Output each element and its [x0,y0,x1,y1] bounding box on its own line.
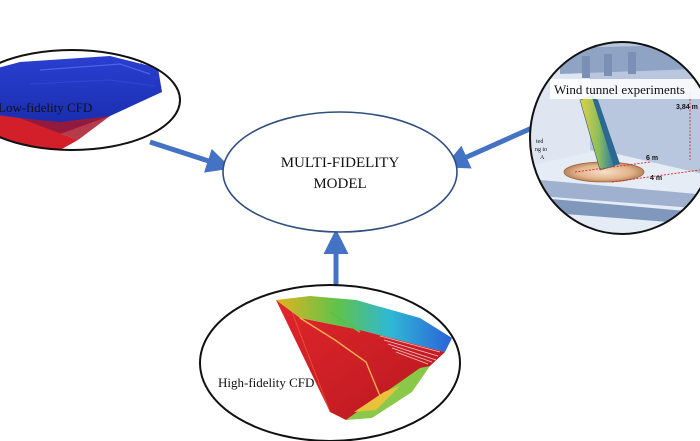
multi-fidelity-model-node: MULTI-FIDELITY MODEL [222,111,458,233]
arrow-low-to-model [149,139,232,173]
arrow-wind-to-model [443,125,534,169]
high-fidelity-ellipse [199,284,461,441]
wind-tunnel-dim-width: 6 m [646,155,658,162]
wind-tunnel-image [530,42,700,234]
high-fidelity-wing-image [276,296,452,420]
low-fidelity-wing-image [0,56,162,150]
wind-tunnel-side-note-2: ng to [535,147,547,153]
wind-tunnel-ellipse [529,41,700,235]
model-title-line2: MODEL [313,176,366,192]
low-fidelity-ellipse [0,49,181,151]
model-ellipse [222,111,458,233]
wind-tunnel-side-note-1: ted [536,139,543,145]
low-fidelity-label: Low-fidelity CFD [0,100,92,115]
wind-tunnel-label: Wind tunnel experiments [554,82,685,97]
high-fidelity-node: High-fidelity CFD [199,284,461,441]
low-fidelity-node: Low-fidelity CFD [0,49,181,151]
wind-tunnel-node: 3,84 m 6 m 4 m ted ng to A Wind tunnel e… [529,41,700,235]
model-title-line1: MULTI-FIDELITY [281,155,400,171]
wind-tunnel-dim-depth: 4 m [650,175,662,182]
high-fidelity-label: High-fidelity CFD [218,375,314,390]
wind-tunnel-dim-height: 3,84 m [676,104,698,111]
wind-tunnel-side-note-3: A [540,155,545,161]
